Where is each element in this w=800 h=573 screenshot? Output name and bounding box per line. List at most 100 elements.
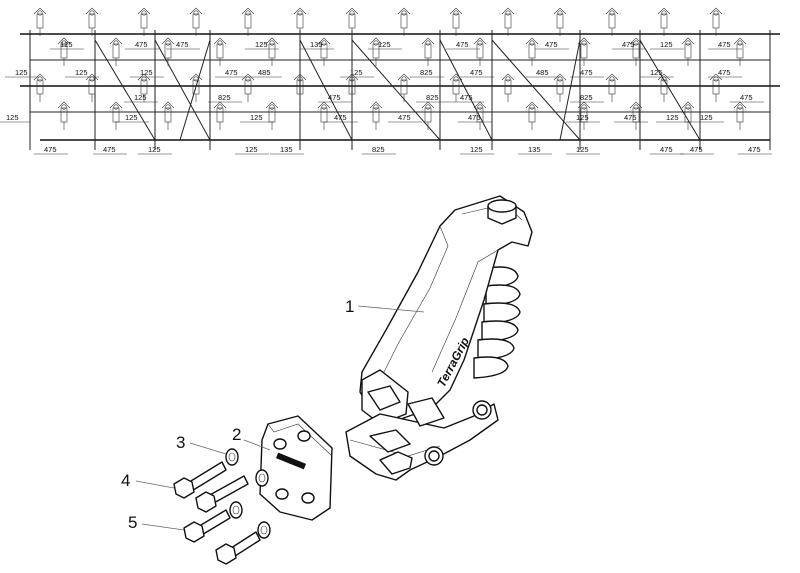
- tine-symbol: [33, 73, 47, 102]
- frame-dimension-label: 125: [576, 145, 589, 154]
- tine-symbol: [397, 73, 411, 102]
- tine-symbol: [213, 37, 227, 66]
- frame-dimension-label: 125: [140, 68, 153, 77]
- frame-dimension-label: 125: [6, 113, 19, 122]
- callout-2: 2: [232, 425, 241, 444]
- tine-symbol: [345, 73, 359, 102]
- frame-brace: [491, 39, 581, 141]
- tine-symbol: [629, 37, 643, 66]
- frame-dimension-label: 125: [245, 145, 258, 154]
- frame-dimension-label: 825: [580, 93, 593, 102]
- frame-brace: [639, 39, 701, 141]
- frame-dimension-label: 475: [690, 145, 703, 154]
- tine-symbol: [501, 73, 515, 102]
- tine-symbol: [681, 37, 695, 66]
- tine-symbol: [577, 37, 591, 66]
- frame-dimension-label: 485: [258, 68, 271, 77]
- tine-spring-unit: TerraGrip: [345, 195, 533, 481]
- frame-dimension-label: 125: [650, 68, 663, 77]
- frame-dimension-label: 125: [666, 113, 679, 122]
- tine-symbol: [733, 37, 747, 66]
- frame-dimension-labels: 125 475 475 125 135 125 475 475 475 125 475 125 125 1…: [0, 40, 772, 155]
- frame-dimension-label: 125: [700, 113, 713, 122]
- tine-symbol: [241, 7, 255, 36]
- callout-leaders: [135, 305, 425, 531]
- frame-dimension-label: 825: [426, 93, 439, 102]
- tine-symbol: [657, 7, 671, 36]
- frame-dimension-label: 125: [255, 40, 268, 49]
- frame-dimension-label: 125: [250, 113, 263, 122]
- tine-symbol: [189, 73, 203, 102]
- frame-dimension-label: 475: [328, 93, 341, 102]
- frame-dimension-label: 485: [536, 68, 549, 77]
- frame-dimension-label: 125: [660, 40, 673, 49]
- tine-symbol: [525, 37, 539, 66]
- frame-dimension-label: 475: [103, 145, 116, 154]
- callout-1: 1: [345, 297, 354, 316]
- frame-dimension-label: 475: [660, 145, 673, 154]
- frame-dimension-label: 475: [718, 40, 731, 49]
- bolts: [173, 461, 261, 565]
- frame-dimension-label: 825: [372, 145, 385, 154]
- frame-dimension-label: 135: [528, 145, 541, 154]
- tine-symbol: [161, 101, 175, 130]
- frame-dimension-label: 125: [576, 113, 589, 122]
- frame-dimension-label: 475: [580, 68, 593, 77]
- tine-symbol: [369, 101, 383, 130]
- tine-symbol: [265, 37, 279, 66]
- tine-symbol: [33, 7, 47, 36]
- frame-dimension-label: 475: [470, 68, 483, 77]
- frame-dimension-label: 125: [75, 68, 88, 77]
- frame-dimension-label: 135: [280, 145, 293, 154]
- spring-coil: [473, 266, 521, 379]
- frame-dimension-label: 475: [740, 93, 753, 102]
- frame-dimension-label: 475: [545, 40, 558, 49]
- tine-symbol: [553, 7, 567, 36]
- frame-dimension-label: 475: [622, 40, 635, 49]
- frame-dimension-label: 125: [350, 68, 363, 77]
- tine-symbol: [161, 37, 175, 66]
- frame-dimension-label: 475: [718, 68, 731, 77]
- tine-symbol: [345, 7, 359, 36]
- frame-dimension-label: 475: [176, 40, 189, 49]
- frame-dimension-label: 125: [15, 68, 28, 77]
- callout-4: 4: [121, 471, 130, 490]
- tine-symbol: [525, 101, 539, 130]
- tine-symbol: [57, 101, 71, 130]
- frame-dimension-label: 475: [624, 113, 637, 122]
- frame-dimension-label: 475: [456, 40, 469, 49]
- frame-brace: [559, 39, 581, 141]
- tine-symbol: [241, 73, 255, 102]
- frame-brace: [299, 39, 353, 141]
- frame-brace: [351, 39, 441, 141]
- frame-dimension-label: 125: [125, 113, 138, 122]
- frame-dimension-label: 475: [748, 145, 761, 154]
- frame-structure: [20, 30, 780, 150]
- frame-brace: [439, 39, 493, 141]
- frame-dimension-label: 475: [225, 68, 238, 77]
- tine-symbol: [473, 37, 487, 66]
- frame-dimension-label: 125: [470, 145, 483, 154]
- frame-brace: [154, 39, 211, 141]
- tine-symbol: [137, 73, 151, 102]
- frame-dimension-label: 475: [44, 145, 57, 154]
- frame-dimension-label: 475: [398, 113, 411, 122]
- washers: [225, 448, 271, 539]
- frame-tine-symbols: [33, 7, 747, 130]
- tine-symbol: [57, 37, 71, 66]
- frame-dimension-label: 125: [378, 40, 391, 49]
- tine-symbol: [293, 7, 307, 36]
- frame-dimension-label: 475: [460, 93, 473, 102]
- frame-dimension-label: 135: [310, 40, 323, 49]
- callout-5: 5: [128, 513, 137, 532]
- frame-dimension-label: 125: [134, 93, 147, 102]
- tine-symbol: [421, 37, 435, 66]
- tine-symbol: [369, 37, 383, 66]
- frame-dimension-label: 475: [334, 113, 347, 122]
- frame-dimension-label: 125: [148, 145, 161, 154]
- tine-symbol: [553, 73, 567, 102]
- tine-symbol: [501, 7, 515, 36]
- tine-symbol: [449, 7, 463, 36]
